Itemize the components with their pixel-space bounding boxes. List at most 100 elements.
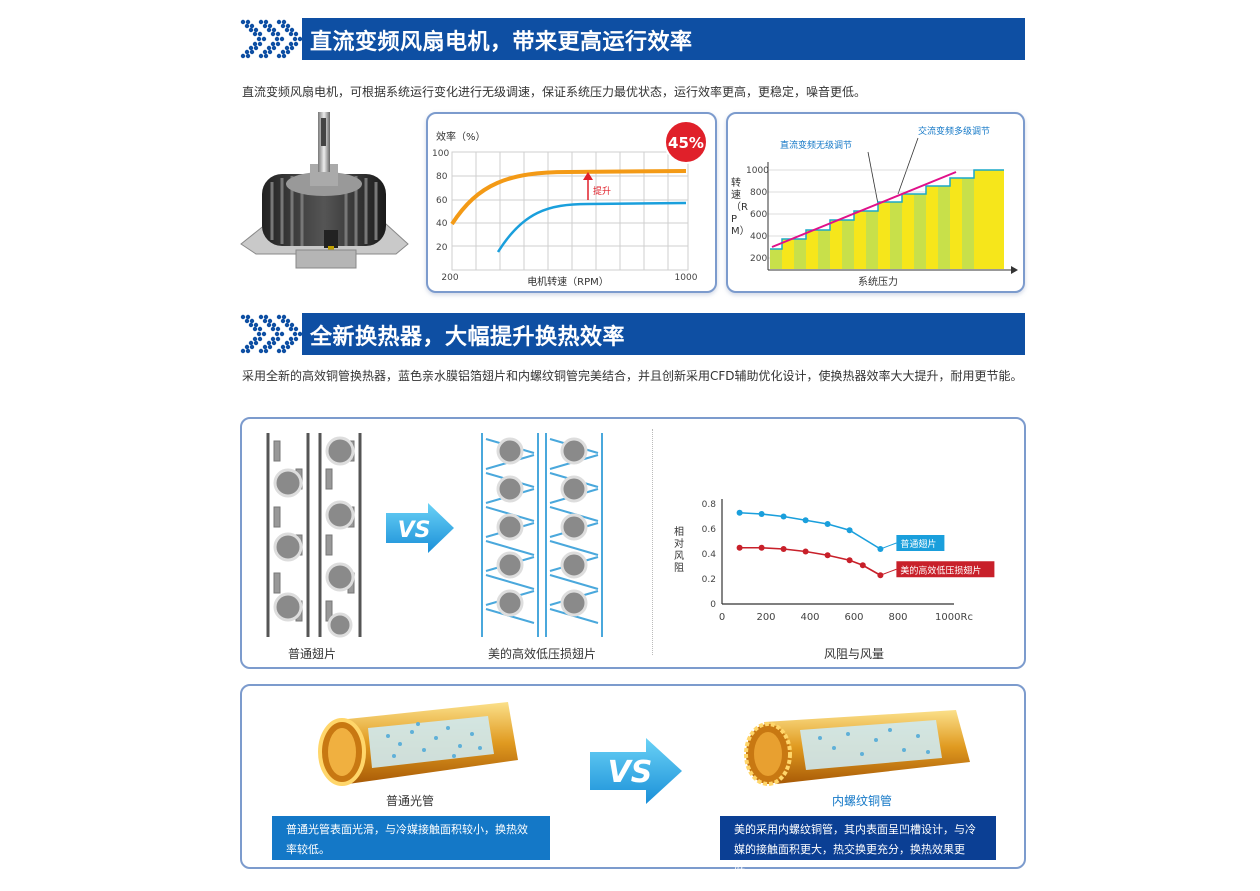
vs-arrow-icon: VS: [386, 503, 454, 553]
chart3-point: [758, 511, 765, 517]
chevron-dot: [249, 23, 255, 29]
chart3-xtick: 800: [888, 612, 907, 623]
chart3-xtick: 400: [800, 612, 819, 623]
chevron-dot: [261, 331, 267, 337]
chevron-dot: [293, 41, 299, 47]
chevron-dot: [284, 340, 290, 346]
chevron-dot: [249, 49, 255, 55]
chevron-dot: [267, 49, 273, 55]
chevron-arrows-icon: [240, 19, 302, 59]
chart3-xtick: 0: [719, 612, 725, 623]
chevron-dot: [285, 23, 291, 29]
chart3-point: [824, 521, 831, 527]
chart2-ytick: 200: [750, 254, 767, 264]
chevron-dot: [284, 45, 290, 51]
speed-chart: 直流变频无级调节 交流变频多级调节: [746, 125, 1018, 288]
chevron-dot: [279, 36, 285, 42]
chevron-dot: [263, 314, 269, 320]
chart1-orange-curve: [450, 169, 687, 226]
chevron-dot: [245, 19, 251, 25]
chart1-xtick: 1000: [675, 273, 698, 283]
chevron-dot: [244, 318, 250, 324]
grooved-tube-note: 美的采用内螺纹铜管，其内表面呈凹槽设计，与冷媒的接触面积更大，热交换更充分，换热…: [720, 816, 996, 876]
chevron-dot: [271, 27, 277, 33]
efficiency-chart-panel: 效率（%） 100 80 60 40 20 提升 45% 200 1000 电机…: [426, 112, 717, 293]
chart3-legend-label: 美的高效低压损翅片: [900, 564, 981, 576]
chevron-dot: [248, 45, 254, 51]
smooth-tube-caption: 普通光管: [386, 794, 435, 808]
chevron-dot: [258, 53, 264, 59]
chevron-dot: [275, 31, 281, 37]
chart1-ytick: 60: [436, 196, 448, 206]
chevron-dot: [274, 331, 280, 337]
chevron-dot: [262, 344, 268, 350]
chevron-dot: [266, 27, 272, 33]
chart2-dc-label: 直流变频无级调节: [780, 139, 852, 151]
chevron-dot: [258, 314, 264, 320]
chevron-dot: [257, 41, 263, 47]
chevron-dot: [281, 53, 287, 59]
chevron-dot: [271, 45, 277, 51]
chevron-dot: [258, 348, 264, 354]
chart3-point: [736, 544, 743, 551]
chart3-ylabel: 相对风阻: [674, 527, 684, 574]
plain-fin-caption: 普通翅片: [288, 647, 337, 661]
chart2-dc-line: [771, 171, 957, 248]
chart3-ytick: 0.8: [702, 500, 717, 510]
chart3-legend-box: [896, 561, 995, 578]
chevron-dot: [245, 314, 251, 320]
chevron-dot: [275, 326, 281, 332]
chevron-dot: [267, 318, 273, 324]
chart1-ytick: 80: [436, 172, 448, 182]
chevron-dot: [248, 322, 254, 328]
chevron-dot: [271, 322, 277, 328]
chevron-dot: [256, 331, 262, 337]
efficient-fin-diagram: [481, 433, 603, 637]
smooth-tube-note: 普通光管表面光滑，与冷媒接触面积较小，换热效率较低。: [272, 816, 550, 860]
chart3-point: [802, 548, 809, 555]
chevron-dot: [285, 49, 291, 55]
chevron-dot: [285, 344, 291, 350]
chevron-dot: [244, 23, 250, 29]
chevron-dot: [240, 314, 246, 320]
chevron-dot: [297, 331, 302, 337]
chevron-dot: [249, 318, 255, 324]
chevron-dot: [244, 49, 250, 55]
chart1-badge: [664, 120, 708, 164]
chevron-dot: [263, 53, 269, 59]
speed-chart-panel: 直流变频无级调节 交流变频多级调节: [726, 112, 1025, 293]
chevron-dot: [253, 45, 259, 51]
chevron-dot: [289, 322, 295, 328]
chevron-dot: [288, 31, 294, 37]
chart2-ytick: 800: [750, 188, 767, 198]
chevron-dot: [288, 336, 294, 342]
chevron-dot: [261, 36, 267, 42]
chart3-ytick: 0.6: [702, 525, 717, 535]
grooved-tube-caption: 内螺纹铜管: [832, 794, 893, 808]
section1-header: 直流变频风扇电机，带来更高运行效率: [240, 18, 1025, 60]
chart2-ac-label: 交流变频多级调节: [918, 125, 990, 137]
chevron-dot: [289, 27, 295, 33]
chart3-series-line: [739, 546, 881, 576]
chevron-dot: [256, 36, 262, 42]
chevron-dot: [257, 326, 263, 332]
chart2-bars: [770, 170, 1004, 269]
chevron-dot: [252, 31, 258, 37]
chart3-point: [846, 527, 853, 534]
chevron-dot: [245, 53, 251, 59]
section2-title-bar: 全新换热器，大幅提升换热效率: [302, 313, 1025, 355]
chevron-dot: [281, 19, 287, 25]
chevron-dot: [276, 53, 282, 59]
chart3-ytick: 0.2: [702, 575, 716, 585]
chevron-dot: [281, 314, 287, 320]
section2-header: 全新换热器，大幅提升换热效率: [240, 313, 1025, 355]
chart1-xtick: 200: [441, 273, 458, 283]
chart3-point: [758, 544, 765, 551]
chevron-dot: [270, 31, 276, 37]
chart3-series-line: [739, 511, 881, 550]
section1-title-bar: 直流变频风扇电机，带来更高运行效率: [302, 18, 1025, 60]
efficiency-chart: 效率（%） 100 80 60 40 20 提升 45% 200 1000 电机…: [432, 120, 708, 288]
section2-description: 采用全新的高效铜管换热器，蓝色亲水膜铝箔翅片和内螺纹铜管完美结合，并且创新采用C…: [242, 369, 1023, 383]
chevron-dot: [276, 314, 282, 320]
